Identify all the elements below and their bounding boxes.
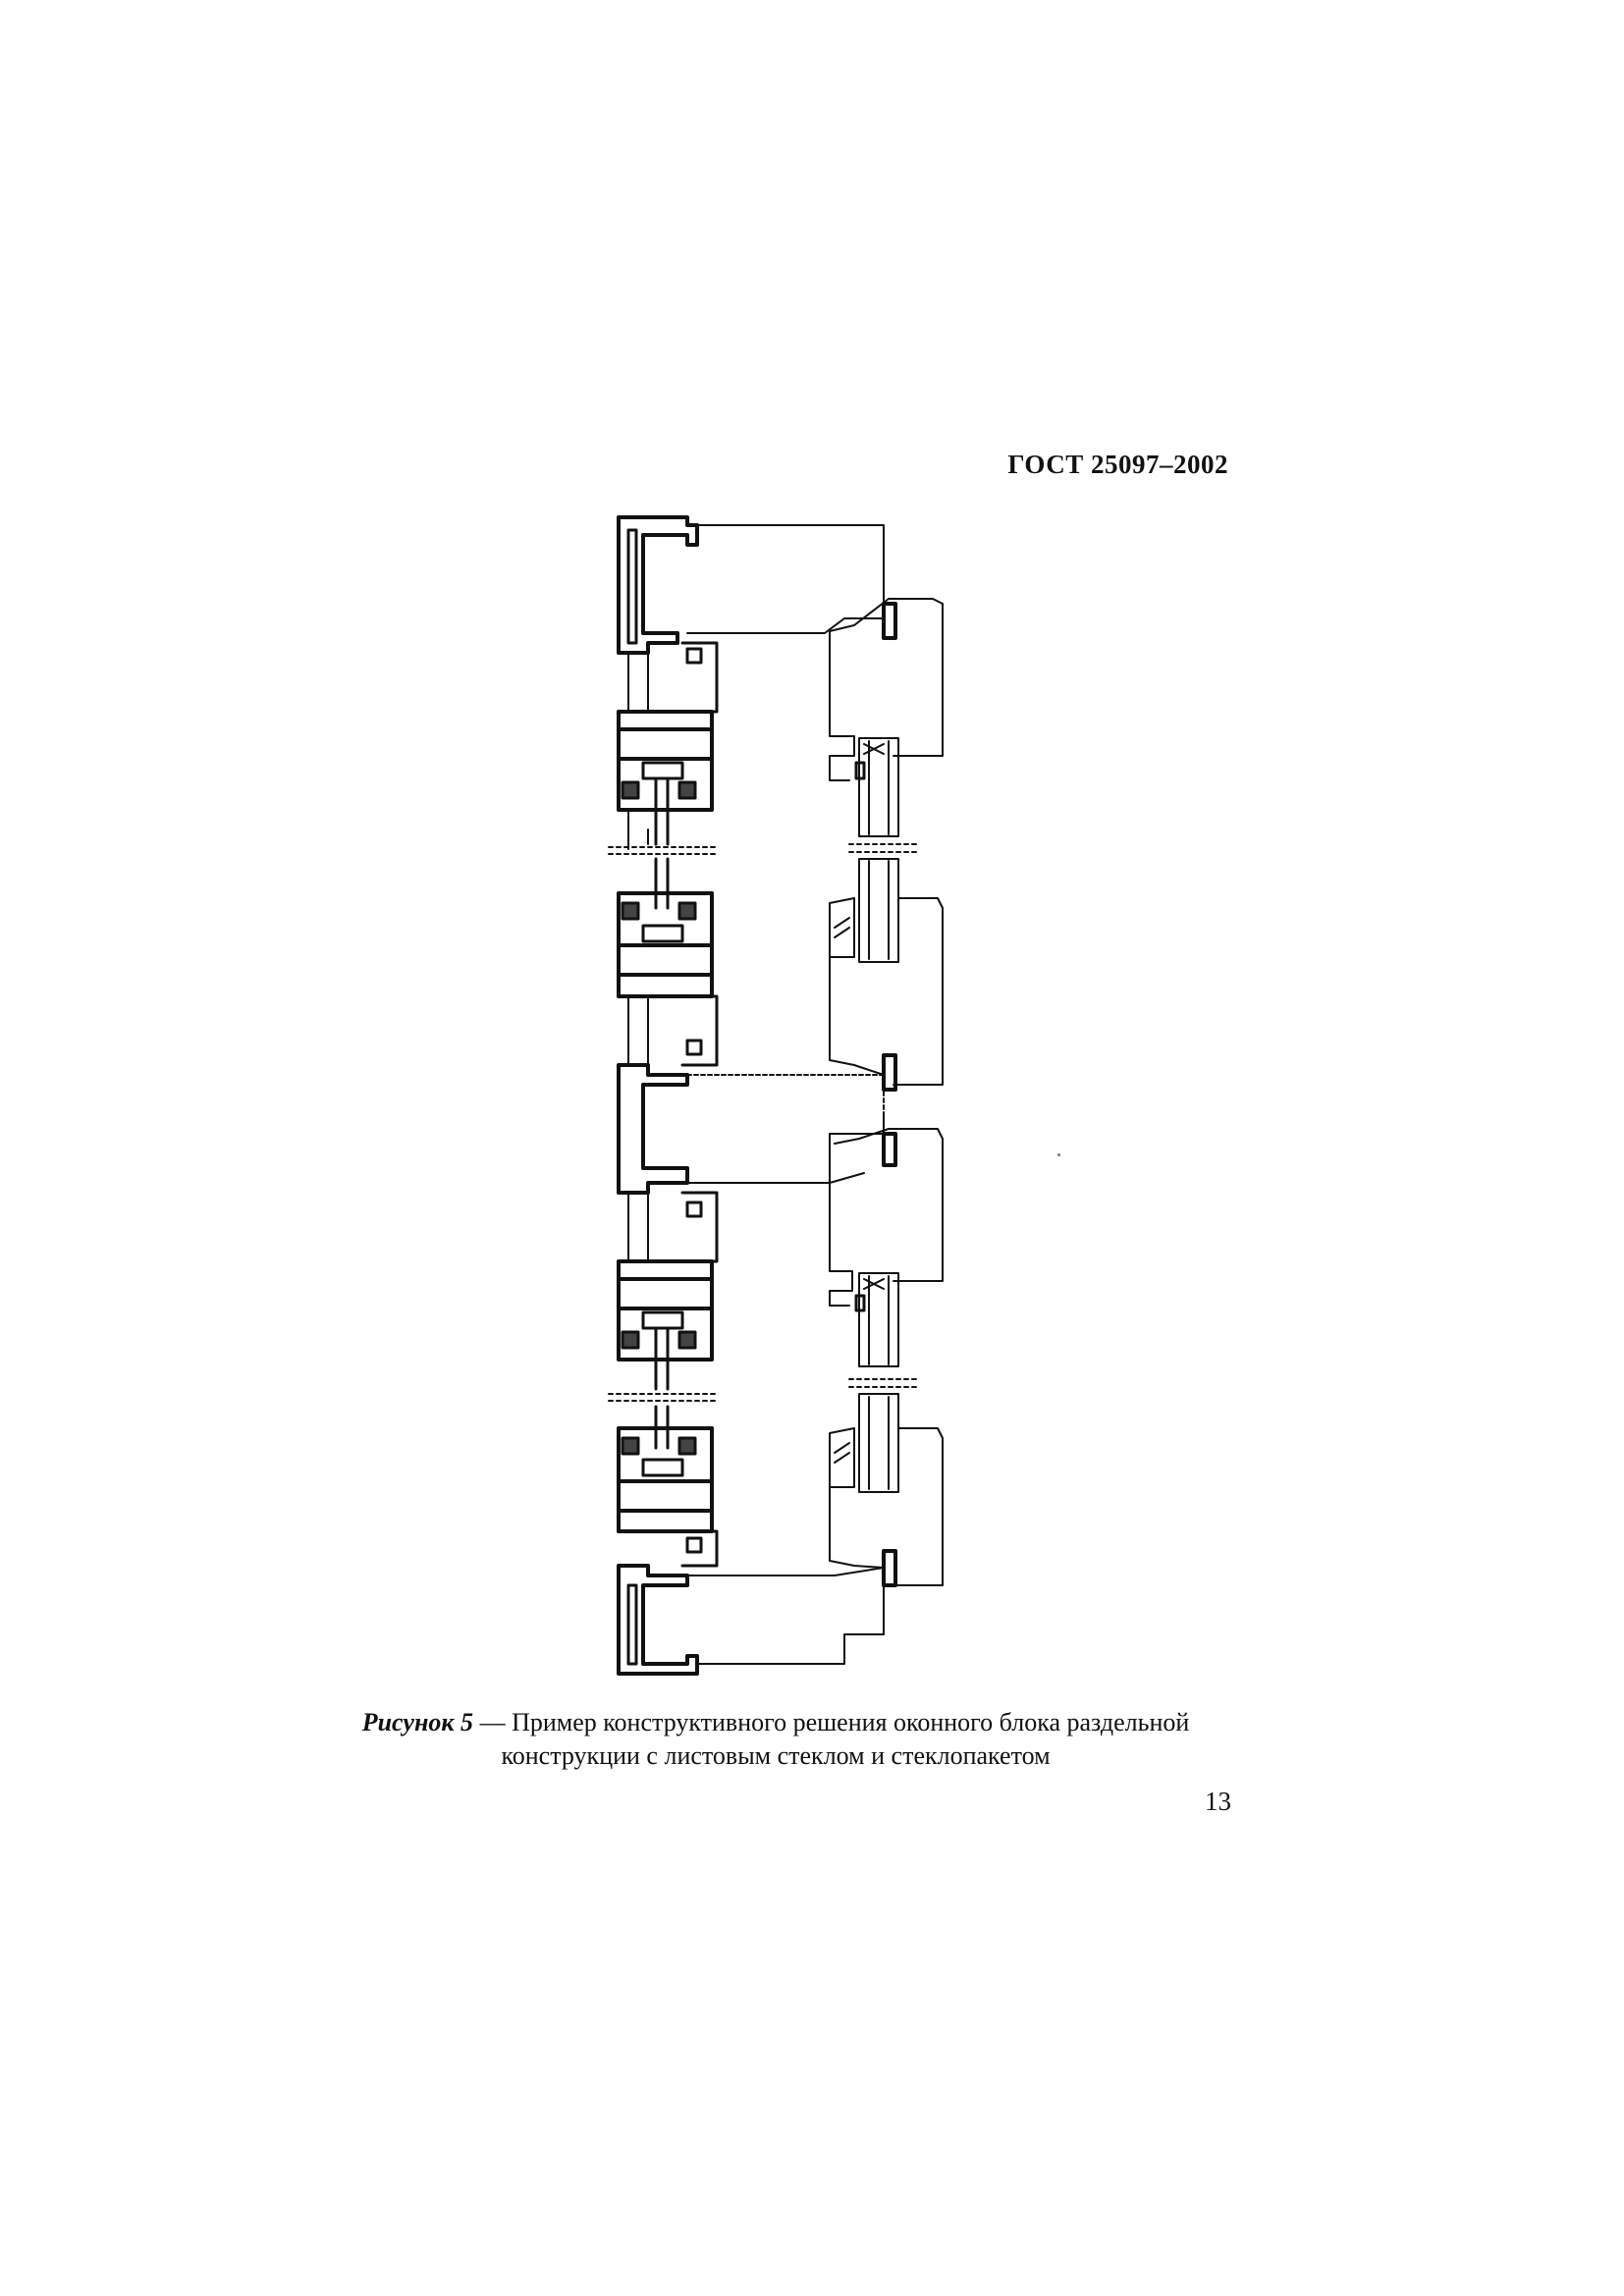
outer-sash-block-3 xyxy=(617,1259,714,1362)
caption-line-1: Рисунок 5 — Пример конструктивного решен… xyxy=(314,1706,1237,1739)
caption-separator: — xyxy=(473,1708,513,1736)
inner-sash-top xyxy=(829,598,944,757)
outer-sash-block-1 xyxy=(617,710,714,812)
figure-caption: Рисунок 5 — Пример конструктивного решен… xyxy=(314,1706,1237,1773)
outer-frame-top xyxy=(617,515,699,655)
page-number: 13 xyxy=(1205,1787,1231,1816)
scan-speck xyxy=(1057,1153,1060,1156)
window-section-drawing xyxy=(589,506,1001,1683)
outer-frame-middle xyxy=(617,1063,689,1195)
outer-frame-bottom xyxy=(617,1564,699,1676)
caption-line-2: конструкции с листовым стеклом и стеклоп… xyxy=(501,1741,1051,1770)
inner-sash-middle xyxy=(834,1128,944,1282)
outer-frame-top-body xyxy=(686,524,885,634)
document-standard-code: ГОСТ 25097–2002 xyxy=(1007,450,1228,479)
caption-text-1: Пример конструктивного решения оконного … xyxy=(512,1708,1190,1736)
figure-label: Рисунок 5 xyxy=(361,1708,474,1736)
